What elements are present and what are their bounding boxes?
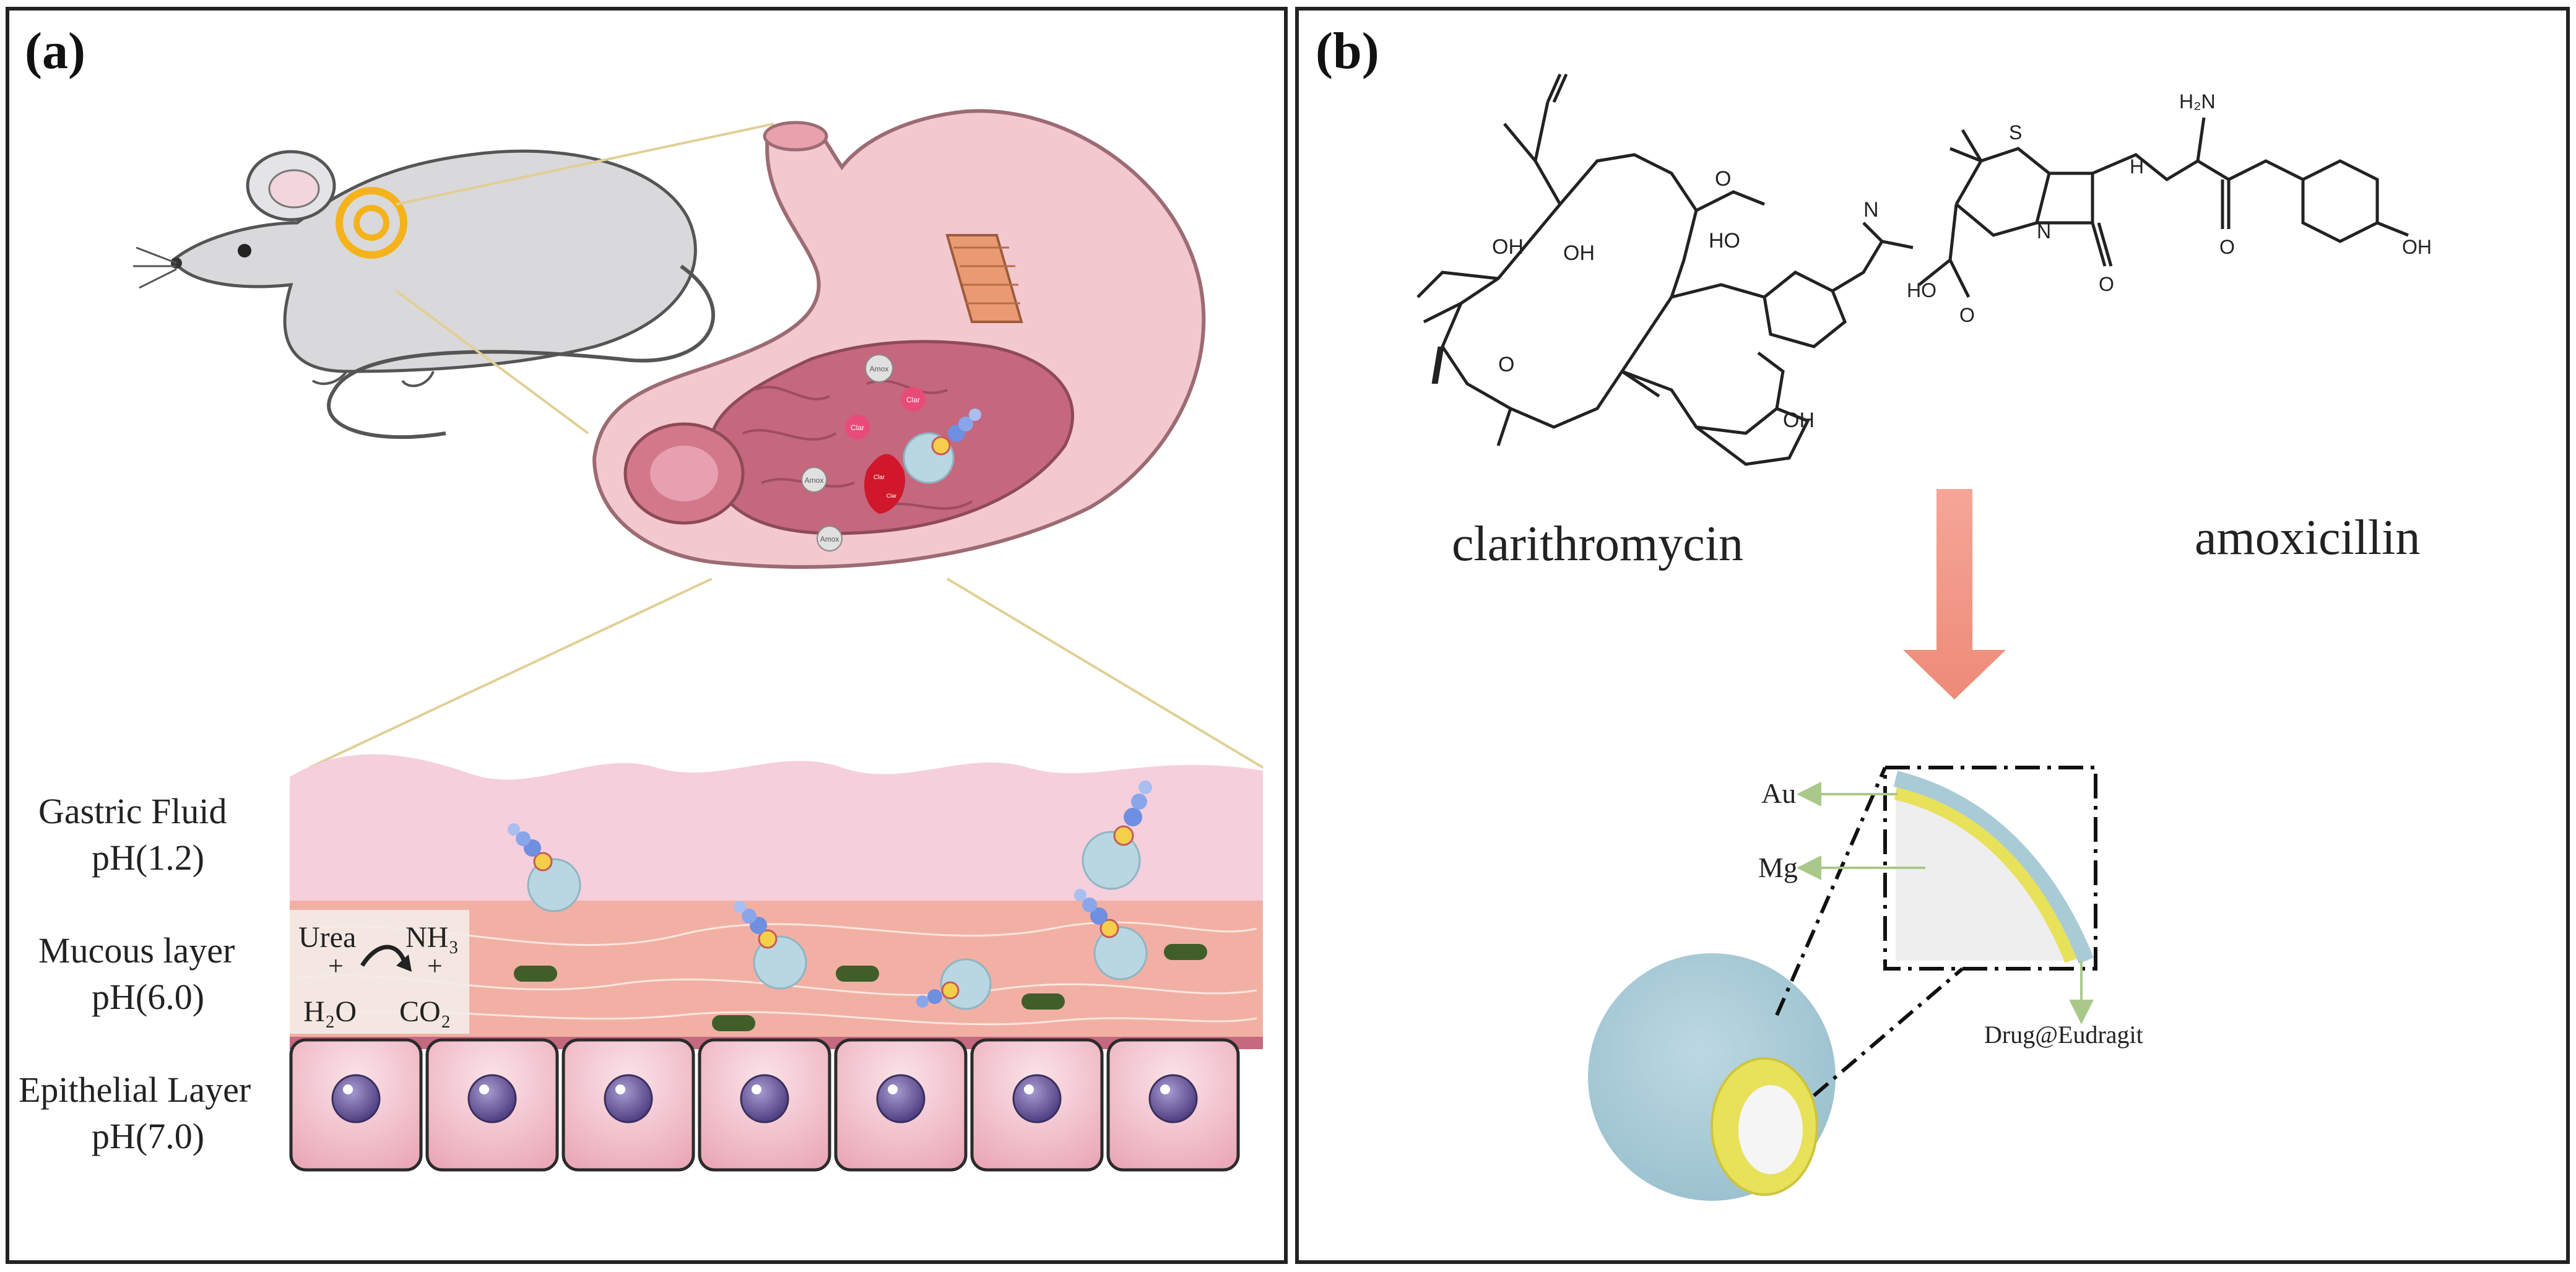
svg-text:Amox: Amox [820,535,839,543]
epithelial-ph-label: pH(7.0) [92,1116,204,1156]
epithelial-cells [289,1037,1263,1172]
micromotors [508,781,1152,1010]
mucous-ph-label: pH(6.0) [92,977,204,1017]
svg-text:N: N [1863,198,1879,222]
svg-text:Clar: Clar [906,396,920,404]
panel-b: (b) OH OH O O HO N OH [1295,7,2570,1264]
svg-text:H₂O: H₂O [303,995,357,1028]
gastric-ph-label: pH(1.2) [92,837,204,878]
clarithromycin-structure: OH OH O O HO N OH [1416,73,1914,466]
svg-text:O: O [2099,273,2114,295]
svg-text:OH: OH [1563,241,1595,265]
svg-text:OH: OH [2402,236,2432,258]
amoxicillin-structure: S H₂N N H HO O O O OH [1907,90,2432,326]
svg-text:HO: HO [1907,279,1936,301]
svg-text:Clar: Clar [874,474,885,481]
bacteria [514,944,1207,1031]
svg-text:N: N [2037,220,2051,243]
panel-a-label: (a) [25,22,85,80]
mouse-illustration [133,149,716,439]
svg-text:Urea: Urea [298,921,356,954]
zoom-lines [309,123,1264,769]
zoom-inset [1775,766,2097,1097]
au-label: Au [1761,777,1796,809]
stomach-drug-tags: Amox Clar Clar Amox Amox Clar Clar [801,354,926,552]
down-arrow-icon [1903,489,2006,699]
svg-text:H₂N: H₂N [2179,90,2216,113]
svg-text:+: + [427,951,443,981]
svg-text:S: S [2009,121,2022,144]
svg-text:O: O [1498,353,1514,376]
svg-text:HO: HO [1709,229,1740,253]
svg-text:+: + [328,951,344,981]
amoxicillin-label: amoxicillin [2195,511,2420,565]
tissue-section: Urea + H₂O NH₃ + CO₂ [289,754,1263,1172]
layer-pointers [1797,782,2094,1024]
reaction-arrow-icon [360,945,408,967]
micromotor-sphere [1588,953,1836,1201]
clarithromycin-label: clarithromycin [1452,517,1743,571]
mucous-layer-label: Mucous layer [38,930,235,971]
svg-text:Clar: Clar [851,423,864,432]
svg-text:O: O [1715,167,1731,191]
svg-text:OH: OH [1492,235,1524,259]
mg-label: Mg [1758,852,1798,883]
svg-text:NH₃: NH₃ [405,921,459,954]
svg-text:Amox: Amox [805,476,824,485]
svg-text:H: H [2130,155,2144,178]
svg-text:O: O [1959,304,1975,326]
epithelial-layer-label: Epithelial Layer [19,1070,251,1110]
panel-b-label: (b) [1316,22,1379,80]
gastric-fluid-label: Gastric Fluid [38,791,227,831]
svg-text:Amox: Amox [870,365,889,373]
panel-a: (a) [6,7,1288,1264]
target-icon [336,187,407,259]
svg-text:CO₂: CO₂ [399,995,451,1028]
stomach-illustration: Amox Clar Clar Amox Amox Clar Clar [592,109,1206,569]
reaction-box: Urea + H₂O NH₃ + CO₂ [290,910,469,1034]
drug-eudragit-label: Drug@Eudragit [1984,1021,2143,1049]
svg-text:Clar: Clar [887,493,897,499]
svg-text:O: O [2219,236,2235,258]
svg-text:OH: OH [1783,409,1815,432]
panel-a-border [6,7,1288,1264]
panel-b-border [1295,7,2570,1264]
layer-labels: Gastric Fluid pH(1.2) Mucous layer pH(6.… [19,791,251,1156]
